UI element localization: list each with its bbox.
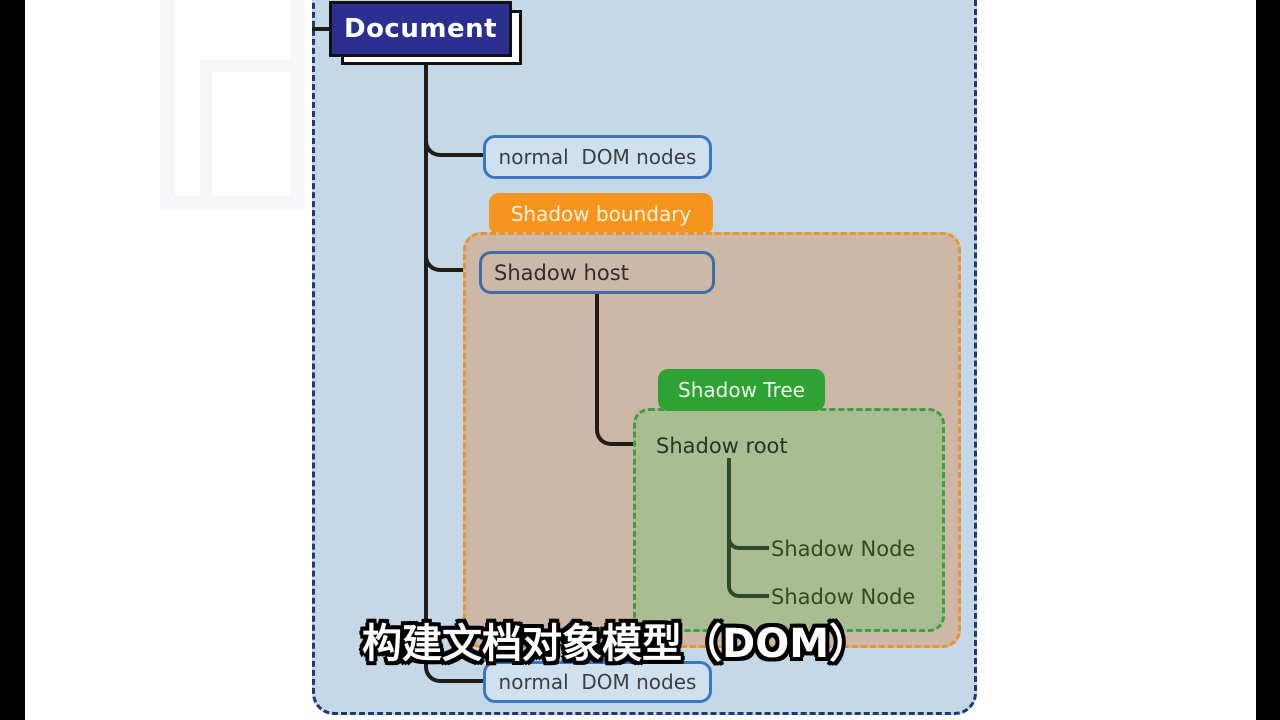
normal-dom-nodes-bottom: normal DOM nodes — [483, 661, 712, 703]
branch-line-normal-dom-bottom — [424, 640, 485, 683]
shadow-tree-tag: Shadow Tree — [658, 369, 825, 411]
shadow-boundary-tag: Shadow boundary — [489, 193, 713, 235]
panel-to-document-connector-line — [312, 27, 331, 31]
shadow-boundary-label: Shadow boundary — [510, 202, 692, 226]
video-subtitle: 构建文档对象模型（DOM） — [362, 621, 870, 667]
normal-dom-nodes-top: normal DOM nodes — [483, 135, 712, 179]
shadow-root-trunk-line — [727, 458, 731, 566]
document-node: Document — [329, 1, 512, 57]
shadow-root-node: Shadow root — [656, 434, 788, 458]
branch-line-shadow-node-1 — [727, 520, 769, 550]
normal-dom-nodes-bottom-label: normal DOM nodes — [498, 670, 697, 694]
tree-trunk-line — [424, 58, 428, 643]
document-label: Document — [343, 14, 498, 44]
shadow-tree-label: Shadow Tree — [678, 378, 805, 402]
branch-line-shadow-node-2 — [727, 560, 769, 598]
shadow-host-label: Shadow host — [494, 260, 629, 285]
normal-dom-nodes-top-label: normal DOM nodes — [498, 145, 697, 169]
branch-line-normal-dom-top — [424, 100, 485, 157]
shadow-node-1: Shadow Node — [771, 537, 916, 561]
shadow-host-to-root-line-overlay — [595, 294, 649, 446]
letterbox-left — [0, 0, 25, 720]
shadow-tree-zone — [633, 408, 945, 632]
shadow-node-2: Shadow Node — [771, 585, 916, 609]
branch-line-shadow-host — [424, 215, 481, 272]
letterbox-right — [1256, 0, 1280, 720]
shadow-host-node: Shadow host — [479, 251, 715, 294]
watermark-ghost-inner — [200, 60, 305, 210]
